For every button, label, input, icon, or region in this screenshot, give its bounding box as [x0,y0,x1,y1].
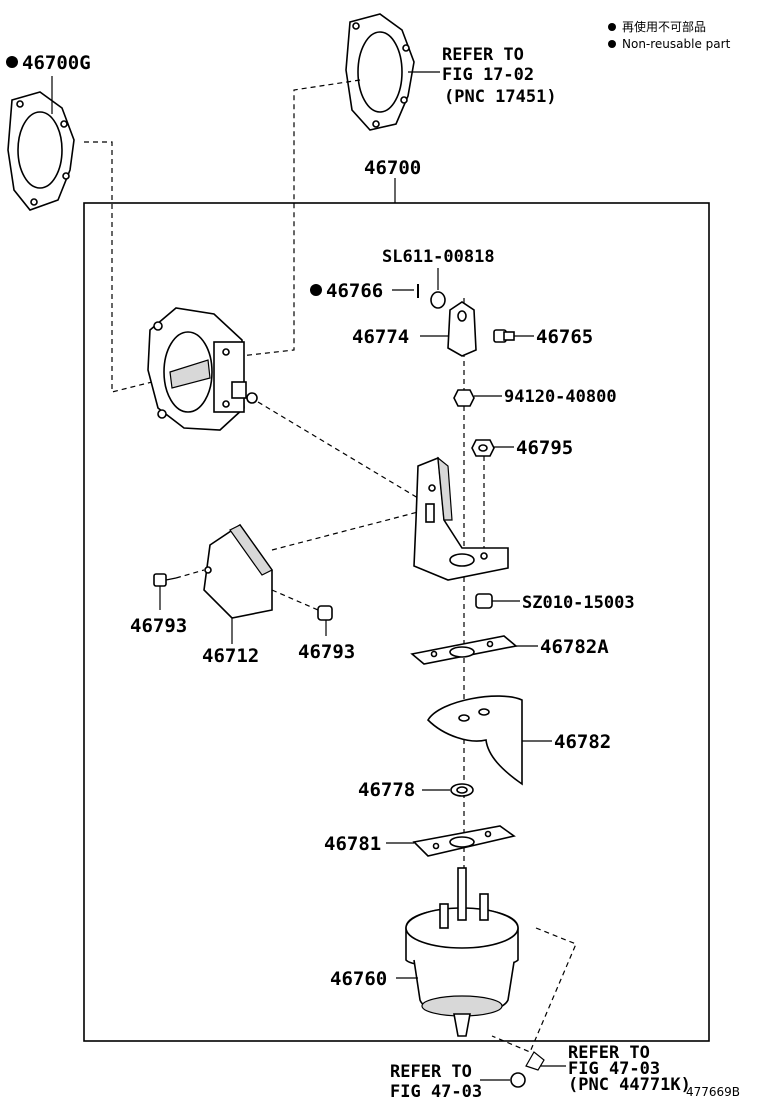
label-actuator-46760: 46760 [330,968,387,990]
valve-housing [147,307,258,431]
label-sl611: SL611-00818 [382,247,495,267]
legend-bullet-icon [608,40,616,48]
bolt-46793-left [153,573,177,587]
label-shield-46782: 46782 [554,731,611,753]
gasket-46700g [7,91,75,211]
refer-bottom-left-line1: REFER TO [390,1062,472,1082]
washer-sl611 [430,291,446,309]
label-assembly: 46700 [364,157,421,179]
gasket-46781 [412,825,516,857]
figure-id: 477669B [686,1085,740,1099]
non-reusable-marker-icon [310,284,322,296]
label-spacer-sz010: SZ010-15003 [522,593,635,613]
spacer-sz010 [475,593,493,609]
legend-bullet-icon [608,23,616,31]
label-bracket-46712: 46712 [202,645,259,667]
label-bolt-46793-right: 46793 [298,641,355,663]
shield-46782 [426,695,523,786]
refer-top-line1: REFER TO [442,45,524,65]
gasket-refer-17-02 [345,13,415,131]
refer-bottom-right-line3: (PNC 44771K) [568,1075,691,1095]
ring-46778 [450,783,474,797]
clevis-46774 [447,301,477,357]
legend-non-reusable-jp: 再使用不可部品 [622,19,706,34]
legend-non-reusable-en: Non-reusable part [622,37,731,51]
assembly-frame [83,202,710,1042]
pin-46765 [493,329,515,343]
bracket-46712 [203,523,273,619]
label-plate-46782a: 46782A [540,636,609,658]
label-nut-46795: 46795 [516,437,573,459]
label-gasket-46781: 46781 [324,833,381,855]
label-clevis-46774: 46774 [352,326,409,348]
actuator-46760 [405,867,519,1037]
refer-top-line2: FIG 17-02 [442,65,534,85]
bolt-46793-right [317,605,333,621]
label-nut-94120: 94120-40800 [504,387,617,407]
actuator-bracket [413,456,509,581]
label-pin-46766: 46766 [326,280,383,302]
legend: 再使用不可部品 Non-reusable part [608,19,731,51]
hose-clip-icon [510,1051,545,1088]
non-reusable-marker-icon [6,56,18,68]
label-bolt-46793-left: 46793 [130,615,187,637]
refer-top-line3: (PNC 17451) [444,87,557,107]
nut-94120 [453,389,475,407]
nut-46795 [471,439,495,457]
label-pin-46765: 46765 [536,326,593,348]
label-gasket-46700g: 46700G [22,52,91,74]
label-ring-46778: 46778 [358,779,415,801]
refer-bottom-right-line1: REFER TO [568,1043,650,1063]
refer-bottom-right-line2: FIG 47-03 [568,1059,660,1079]
refer-bottom-left-line2: FIG 47-03 [390,1082,482,1102]
